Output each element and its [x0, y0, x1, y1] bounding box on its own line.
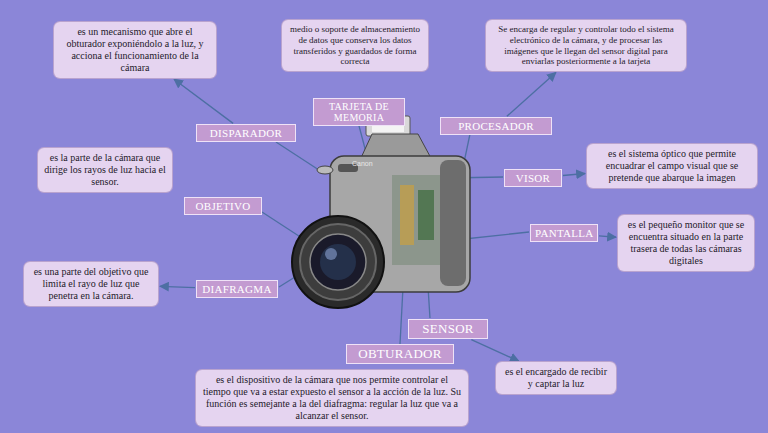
brand-label: Canon: [352, 160, 373, 167]
connector-arrow: [563, 174, 585, 176]
part-name: SENSOR: [413, 322, 483, 336]
connector-arrow: [471, 340, 518, 361]
description-text: medio o soporte de almacenamiento de dat…: [288, 24, 422, 67]
description-box: Se encarga de regular y controlar todo e…: [486, 20, 686, 71]
connector-arrow: [160, 286, 195, 287]
connector-arrow: [599, 236, 616, 237]
description-box: es un mecanismo que abre el obturador ex…: [54, 22, 216, 78]
connector-arrow: [174, 79, 233, 123]
description-box: medio o soporte de almacenamiento de dat…: [282, 20, 428, 71]
connector-arrow: [507, 73, 556, 117]
part-name-box: PANTALLA: [530, 224, 598, 242]
description-text: es el encargado de recibir y captar la l…: [502, 366, 610, 390]
description-text: es un mecanismo que abre el obturador ex…: [60, 26, 210, 74]
camera-body: [317, 116, 470, 292]
part-name-box: VISOR: [504, 169, 562, 187]
part-name: OBJETIVO: [189, 200, 257, 212]
part-name: DIAFRAGMA: [201, 283, 273, 295]
part-name-box: DIAFRAGMA: [196, 280, 278, 298]
part-name-box: OBJETIVO: [184, 197, 262, 215]
description-text: es la parte de la cámara que dirige los …: [44, 152, 166, 188]
description-box: es el pequeño monitor que se encuentra s…: [618, 215, 754, 271]
description-box: es una parte del objetivo que limita el …: [24, 262, 158, 306]
part-name-box: PROCESADOR: [440, 117, 552, 135]
part-name: VISOR: [509, 172, 557, 184]
part-name: DISPARADOR: [201, 127, 291, 139]
part-name-box: OBTURADOR: [346, 344, 454, 364]
description-box: es el encargado de recibir y captar la l…: [496, 362, 616, 394]
description-box: es el dispositivo de la cámara que nos p…: [196, 370, 468, 426]
part-name-box: TARJETA DE MEMORIA: [313, 98, 405, 126]
description-box: es el sistema óptico que permite encuadr…: [587, 144, 757, 188]
part-name: OBTURADOR: [351, 347, 449, 361]
leader-lines: [262, 122, 529, 344]
part-name: TARJETA DE MEMORIA: [318, 101, 400, 123]
description-text: es el pequeño monitor que se encuentra s…: [624, 219, 748, 267]
description-box: es la parte de la cámara que dirige los …: [38, 148, 172, 192]
part-name-box: SENSOR: [408, 319, 488, 339]
camera-lens: [292, 216, 384, 308]
description-text: es el dispositivo de la cámara que nos p…: [202, 374, 462, 422]
part-name-box: DISPARADOR: [196, 124, 296, 142]
description-text: es el sistema óptico que permite encuadr…: [593, 148, 751, 184]
description-text: Se encarga de regular y controlar todo e…: [492, 24, 680, 67]
part-name: PANTALLA: [535, 227, 593, 239]
part-name: PROCESADOR: [445, 120, 547, 132]
description-text: es una parte del objetivo que limita el …: [30, 266, 152, 302]
